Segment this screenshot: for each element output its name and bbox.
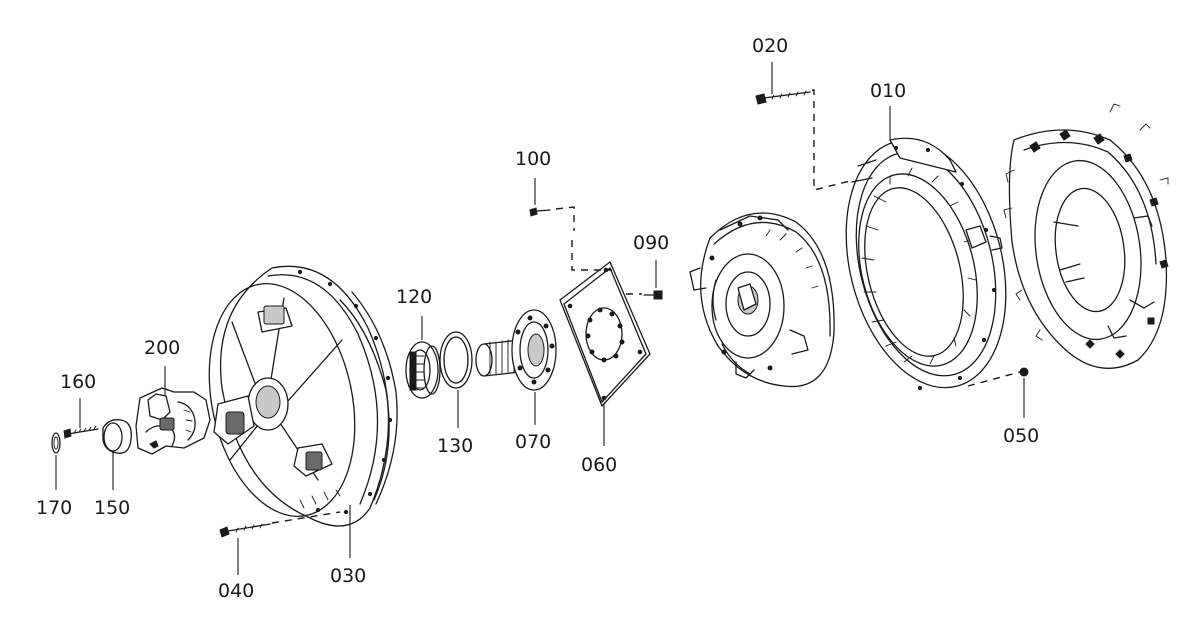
- part-130-snap-ring: [439, 331, 473, 428]
- label-170: 170: [36, 497, 72, 519]
- label-010: 010: [870, 80, 906, 102]
- part-labels: 020 010 100 090 120 200 160 050 130 070 …: [36, 35, 1039, 602]
- end-housing: [1003, 103, 1169, 369]
- label-030: 030: [330, 565, 366, 587]
- part-090-screw: [626, 260, 663, 300]
- label-020: 020: [752, 35, 788, 57]
- middle-housing: [689, 212, 835, 388]
- part-100-screw: [529, 178, 612, 271]
- part-050-nut: [967, 367, 1029, 418]
- label-120: 120: [396, 286, 432, 308]
- part-060-plate: [559, 261, 651, 446]
- part-160-bolt: [63, 398, 99, 439]
- part-070-shaft-flange: [475, 309, 557, 425]
- part-040-bolt: [219, 511, 341, 575]
- part-170-clip: [51, 432, 61, 490]
- label-130: 130: [437, 435, 473, 457]
- label-070: 070: [515, 431, 551, 453]
- part-010-ring-housing: [845, 106, 1007, 391]
- part-030-housing-cover: [208, 265, 398, 558]
- label-100: 100: [515, 148, 551, 170]
- part-120-bearing: [405, 316, 441, 399]
- label-040: 040: [218, 580, 254, 602]
- label-060: 060: [581, 454, 617, 476]
- label-050: 050: [1003, 425, 1039, 447]
- part-200-flange-yoke: [135, 366, 211, 455]
- label-090: 090: [633, 232, 669, 254]
- label-200: 200: [144, 337, 180, 359]
- label-160: 160: [60, 371, 96, 393]
- part-020-bolt: [755, 62, 855, 191]
- part-150-cap: [102, 419, 132, 490]
- label-150: 150: [94, 497, 130, 519]
